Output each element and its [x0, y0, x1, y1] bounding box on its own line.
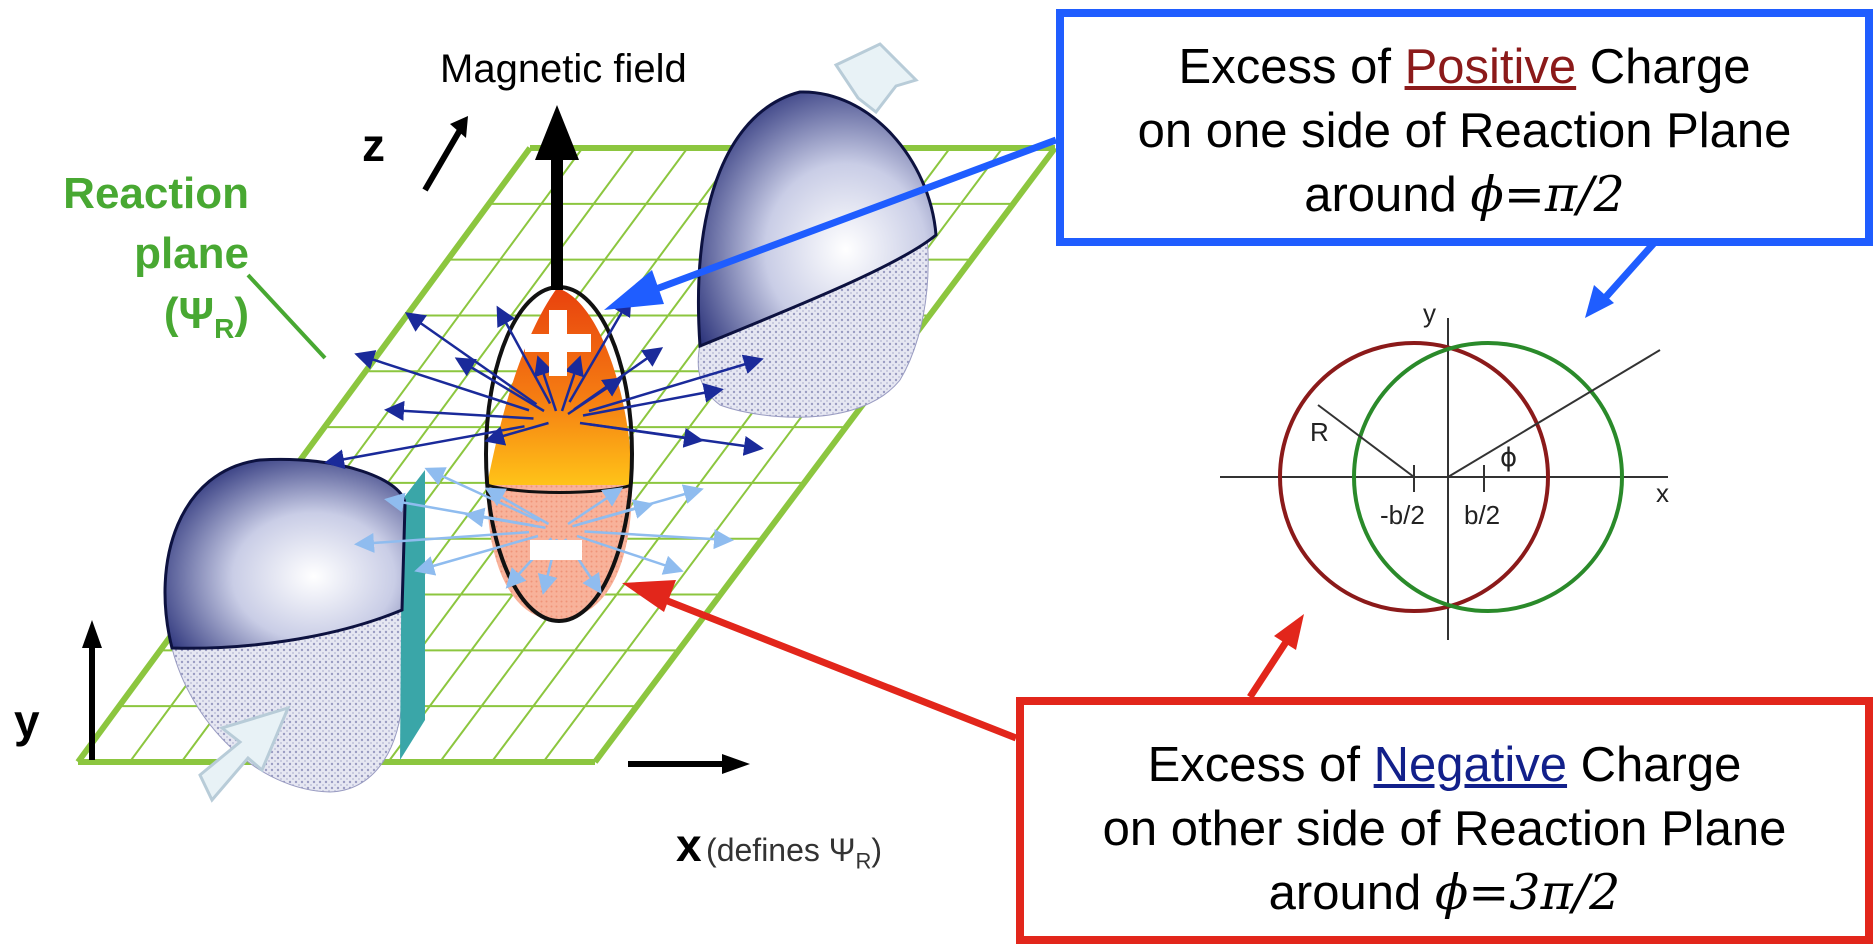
geometry-x-label: x	[1656, 478, 1669, 508]
radius-line	[1317, 404, 1415, 478]
left-center-label: -b/2	[1380, 500, 1425, 530]
negative-emission-arrow	[567, 487, 624, 526]
negative-emission-arrow	[484, 487, 550, 526]
positive-emission-arrow	[354, 350, 530, 412]
negative-emission-arrow	[464, 507, 546, 529]
y-axis-arrow	[82, 620, 102, 760]
negative-keyword: Negative	[1373, 738, 1568, 792]
x-axis-letter: x	[676, 819, 702, 871]
negative-box-line2: on other side of Reaction Plane	[1102, 802, 1787, 856]
negative-box-line1: Excess of Negative Charge	[1147, 738, 1742, 792]
positive-emission-arrow	[534, 355, 558, 412]
positive-emission-arrow	[579, 421, 704, 448]
positive-emission-arrow	[582, 382, 724, 417]
positive-angle: ϕ=π/2	[1470, 166, 1625, 223]
angle-label: ϕ	[1500, 443, 1518, 473]
x-axis-note: (defines ΨR)	[706, 832, 883, 874]
radius-label: R	[1310, 417, 1329, 447]
positive-emission-arrows	[324, 295, 764, 470]
negative-emission-arrow	[576, 534, 684, 575]
grid-column-line	[75, 146, 533, 764]
positive-to-diagram-arrow	[1585, 239, 1658, 318]
x-axis-arrow	[628, 754, 750, 774]
y-axis-label: y	[14, 695, 40, 747]
plus-sign	[525, 310, 591, 376]
negative-emission-arrow	[584, 529, 734, 550]
positive-box-line3: around ϕ=π/2	[1304, 166, 1625, 223]
geometry-diagram	[1220, 318, 1668, 640]
right-nucleus-circle	[1352, 341, 1624, 613]
negative-emission-arrows	[354, 467, 734, 595]
geometry-y-label: y	[1423, 298, 1436, 328]
negative-pointer-arrow	[622, 580, 1018, 742]
minus-sign	[530, 540, 582, 560]
negative-charge-box: Excess of Negative Charge on other side …	[1016, 697, 1873, 944]
negative-emission-arrow	[354, 530, 530, 553]
reaction-plane-label: Reaction plane (ΨR)	[63, 169, 249, 344]
positive-emission-arrow	[384, 400, 534, 421]
positive-charge-box: Excess of Positive Charge on one side of…	[1056, 9, 1873, 246]
positive-pointer-arrow	[604, 136, 1058, 310]
positive-emission-arrow	[560, 355, 584, 412]
negative-emission-arrow	[579, 484, 704, 526]
positive-emission-arrow	[588, 354, 764, 413]
negative-box-line3: around ϕ=3π/2	[1268, 864, 1621, 921]
right-center-label: b/2	[1464, 500, 1501, 530]
angle-line	[1447, 349, 1661, 478]
positive-emission-arrow	[484, 421, 549, 446]
negative-angle: ϕ=3π/2	[1434, 864, 1621, 921]
x-axis-label: x (defines ΨR)	[676, 818, 882, 874]
positive-emission-arrow	[454, 357, 545, 413]
positive-box-line2: on one side of Reaction Plane	[1137, 104, 1792, 158]
positive-emission-arrow	[567, 377, 624, 416]
negative-emission-arrow	[414, 534, 539, 576]
positive-emission-arrow	[568, 295, 632, 403]
reaction-plane-pointer	[246, 273, 327, 360]
left-nucleus-circle	[1278, 341, 1550, 613]
positive-box-line1: Excess of Positive Charge	[1178, 40, 1751, 94]
grid-column-line	[592, 146, 1058, 764]
z-axis-arrow	[422, 116, 468, 192]
negative-emission-arrow	[424, 467, 541, 523]
negative-to-diagram-arrow	[1247, 614, 1304, 699]
magnetic-field-label: Magnetic field	[440, 47, 687, 91]
positive-emission-arrow	[496, 305, 552, 405]
z-axis-label: z	[362, 119, 385, 171]
lower-nucleus	[163, 457, 425, 803]
magnetic-field-arrow	[535, 105, 579, 290]
positive-keyword: Positive	[1404, 40, 1577, 94]
